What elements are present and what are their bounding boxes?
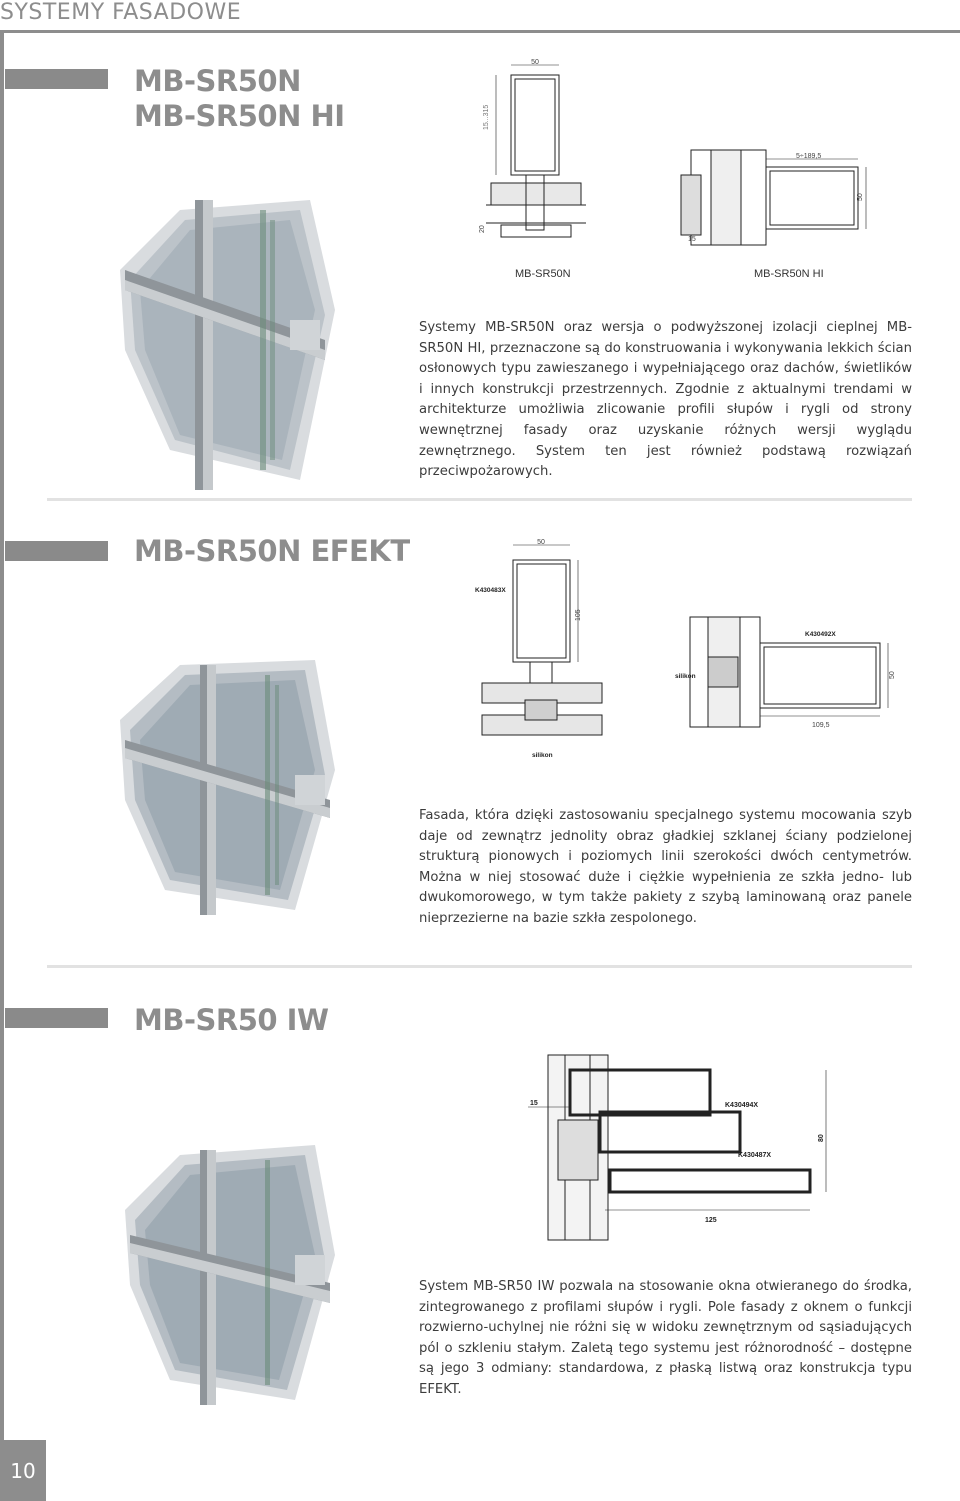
dimension-label: 50: [857, 193, 864, 201]
dimension-label: 105: [575, 609, 582, 621]
section-bar: [5, 541, 108, 561]
page-number-box: [0, 1440, 46, 1501]
dimension-label: 80: [818, 1134, 825, 1142]
dimension-label: 15...315: [483, 105, 490, 130]
section-title-line: MB-SR50N HI: [134, 99, 345, 133]
frame-top-rule: [0, 30, 960, 33]
section-title-line: MB-SR50 IW: [134, 1003, 329, 1037]
section-body-text: System MB-SR50 IW pozwala na stosowanie …: [419, 1279, 912, 1397]
dimension-label: 15: [688, 236, 696, 243]
dimension-label: 109,5: [812, 722, 830, 729]
dimension-label: 50: [889, 671, 896, 679]
page-header-title: SYSTEMY FASADOWE: [0, 0, 242, 25]
section-title-line: MB-SR50N EFEKT: [134, 534, 410, 568]
facade-render-image: [125, 1145, 335, 1405]
part-label: K430494X: [725, 1102, 758, 1109]
technical-drawing: 50 105 K430483X K430492X silikon 50 109,…: [475, 539, 896, 759]
technical-drawing: 50 15...315 20 5÷189,5 50 15: [479, 59, 867, 246]
dimension-label: 50: [537, 539, 545, 546]
technical-drawing: 15 K430494X 80 K430487X 125: [528, 1054, 827, 1241]
drawing-caption: MB-SR50N: [515, 268, 571, 280]
section-title: MB-SR50 IW: [134, 1003, 329, 1038]
section-bar: [5, 1008, 108, 1028]
dimension-label: 5÷189,5: [796, 153, 821, 160]
section-body-text: Systemy MB-SR50N oraz wersja o podwyższo…: [419, 320, 912, 480]
part-label: K430487X: [738, 1152, 771, 1159]
dimension-label: 125: [705, 1217, 717, 1224]
dimension-label: 20: [479, 225, 486, 233]
facade-render-image: [120, 200, 335, 490]
part-label: silikon: [532, 752, 553, 759]
facade-render-image: [120, 660, 335, 915]
drawing-caption: MB-SR50N HI: [754, 268, 824, 280]
section-title: MB-SR50N MB-SR50N HI: [134, 64, 345, 134]
part-label: K430483X: [475, 587, 506, 594]
frame-left-rule: [0, 30, 4, 1500]
dimension-label: 15: [530, 1100, 538, 1107]
section-title: MB-SR50N EFEKT: [134, 534, 410, 569]
dimension-label: 50: [531, 59, 539, 66]
part-label: K430492X: [805, 631, 836, 638]
page-number: 10: [10, 1458, 36, 1483]
section-body-text: Fasada, która dzięki zastosowaniu specja…: [419, 808, 912, 926]
section-bar: [5, 69, 108, 89]
part-label: silikon: [675, 673, 696, 680]
section-divider: [47, 965, 912, 968]
section-title-line: MB-SR50N: [134, 64, 301, 98]
section-divider: [47, 498, 912, 501]
